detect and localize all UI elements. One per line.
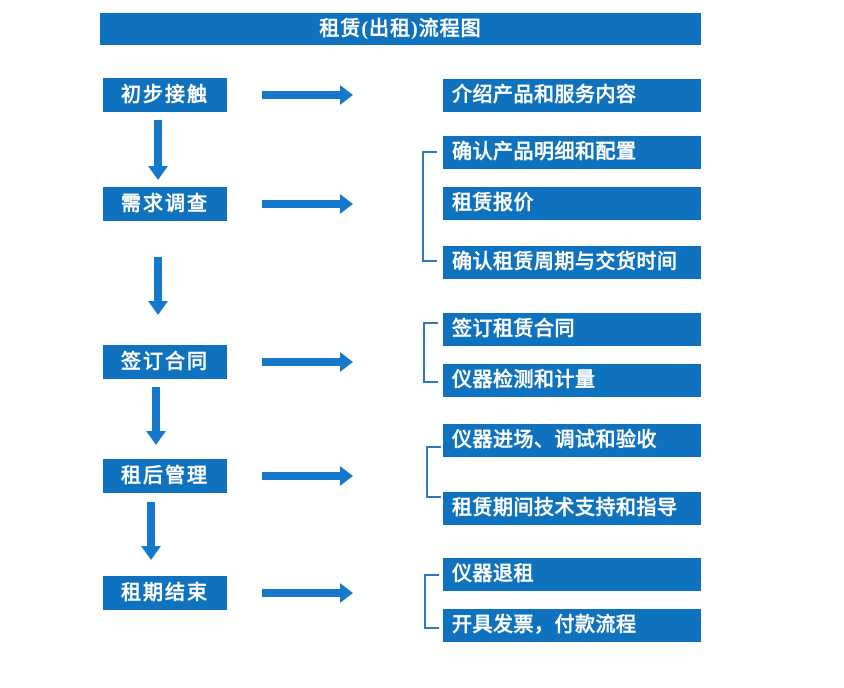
- stage-box-demand-survey: 需求调查: [103, 187, 227, 221]
- step-box-introduce-products: 介绍产品和服务内容: [443, 79, 701, 112]
- step-box-sign-rental-contract: 签订租赁合同: [443, 313, 701, 346]
- arrow-right-icon-5: [262, 589, 340, 597]
- arrow-right-icon-3: [262, 358, 340, 366]
- step-box-instrument-return: 仪器退租: [443, 558, 701, 591]
- step-box-confirm-details: 确认产品明细和配置: [443, 136, 701, 169]
- step-box-tech-support: 租赁期间技术支持和指导: [443, 492, 701, 525]
- flowchart-title: 租赁(出租)流程图: [100, 13, 701, 45]
- arrow-right-icon-2: [262, 200, 340, 208]
- arrow-down-icon-1: [154, 120, 162, 166]
- arrow-down-icon-2: [154, 257, 162, 301]
- bracket-group-lease-end: [424, 574, 439, 629]
- stage-box-lease-end: 租期结束: [103, 576, 227, 610]
- step-box-rental-quotation: 租赁报价: [443, 187, 701, 220]
- arrow-right-icon-1: [262, 91, 340, 99]
- bracket-group-sign-contract: [423, 322, 438, 383]
- stage-box-sign-contract: 签订合同: [103, 345, 227, 379]
- step-box-confirm-period: 确认租赁周期与交货时间: [443, 246, 701, 279]
- stage-box-initial-contact: 初步接触: [103, 78, 227, 112]
- arrow-right-icon-4: [262, 472, 340, 480]
- arrow-down-icon-3: [152, 387, 160, 431]
- step-box-instrument-testing: 仪器检测和计量: [443, 364, 701, 397]
- bracket-group-post-rental-mgmt: [426, 446, 441, 498]
- step-box-instrument-setup: 仪器进场、调试和验收: [443, 424, 701, 457]
- stage-box-post-rental-mgmt: 租后管理: [103, 459, 227, 493]
- step-box-invoice-payment: 开具发票，付款流程: [443, 609, 701, 642]
- arrow-down-icon-4: [147, 502, 155, 546]
- bracket-group-demand-survey: [422, 151, 437, 262]
